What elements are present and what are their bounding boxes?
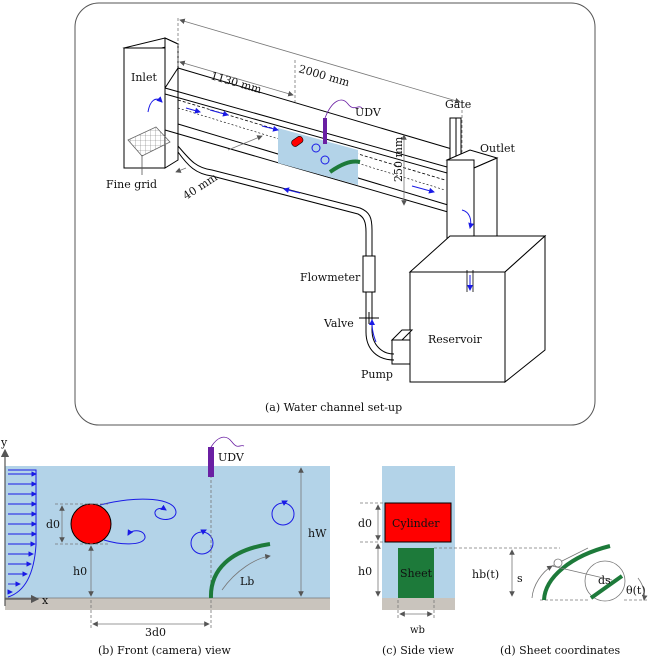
label-gate: Gate <box>445 98 471 111</box>
flowmeter <box>362 255 376 293</box>
sheet-front <box>208 542 271 599</box>
panel-a-frame <box>74 2 596 426</box>
floor-b <box>5 598 330 610</box>
label-s: s <box>517 572 523 585</box>
reservoir <box>408 234 547 384</box>
sheet-3d <box>328 159 361 174</box>
dims-b <box>55 467 304 630</box>
udv-probe-b <box>208 447 214 477</box>
label-h0-c: h0 <box>358 565 372 578</box>
caption-c: (c) Side view <box>382 644 455 657</box>
label-3d0: 3d0 <box>145 626 166 639</box>
label-2000mm: 2000 mm <box>297 62 351 89</box>
caption-b: (b) Front (camera) view <box>98 644 231 657</box>
label-fine-grid: Fine grid <box>106 178 157 191</box>
label-reservoir: Reservoir <box>428 333 483 346</box>
panel-a: Inlet Fine grid 2000 mm 1130 mm 40 mm 25… <box>74 2 596 426</box>
label-d0-b: d0 <box>46 518 60 531</box>
dimension-lines <box>175 18 463 206</box>
label-cylinder: Cylinder <box>392 517 440 530</box>
label-valve: Valve <box>323 317 354 330</box>
label-pump: Pump <box>361 368 393 381</box>
label-40mm: 40 mm <box>181 170 221 202</box>
label-ds: ds <box>598 574 611 587</box>
label-hb: hb(t) <box>472 568 499 581</box>
label-1130mm: 1130 mm <box>209 69 263 96</box>
label-inlet: Inlet <box>131 71 157 84</box>
caption-a: (a) Water channel set-up <box>265 401 402 414</box>
velocity-profile <box>7 469 37 598</box>
vortex-lower <box>103 529 146 545</box>
panel-d: hb(t) s ds θ(t) (d) Sheet coordinates <box>472 544 648 657</box>
label-250mm: 250 mm <box>392 136 405 182</box>
label-lb: Lb <box>240 575 254 588</box>
caption-d: (d) Sheet coordinates <box>500 644 620 657</box>
cylinder-3d <box>291 135 304 147</box>
label-wb: wb <box>410 625 425 636</box>
cylinder-front <box>70 503 112 545</box>
udv-probe-3d <box>323 118 327 144</box>
vortex-upper <box>99 498 177 520</box>
label-udv-a: UDV <box>355 106 382 119</box>
pump <box>390 329 414 365</box>
panel-b: y x d0 h0 3d0 hW Lb <box>0 436 330 657</box>
label-h0-b: h0 <box>73 565 87 578</box>
floor-c <box>382 598 455 610</box>
sheet-element-ds <box>589 574 624 600</box>
panel-c: Cylinder Sheet d0 h0 wb (c) Side view <box>358 466 560 657</box>
cylinder-side <box>384 502 452 543</box>
label-d0-c: d0 <box>358 517 372 530</box>
label-theta: θ(t) <box>626 584 646 597</box>
fine-grid <box>127 126 171 157</box>
water-region-b <box>5 466 330 598</box>
sheet-side <box>398 548 434 598</box>
label-outlet: Outlet <box>480 142 516 155</box>
label-sheet: Sheet <box>400 567 433 580</box>
label-flowmeter: Flowmeter <box>300 271 361 284</box>
return-pipe <box>177 145 395 361</box>
dims-d <box>509 547 648 602</box>
label-x: x <box>42 594 49 607</box>
label-y: y <box>0 436 8 449</box>
label-hw: hW <box>308 527 327 540</box>
label-udv-b: UDV <box>218 451 245 464</box>
